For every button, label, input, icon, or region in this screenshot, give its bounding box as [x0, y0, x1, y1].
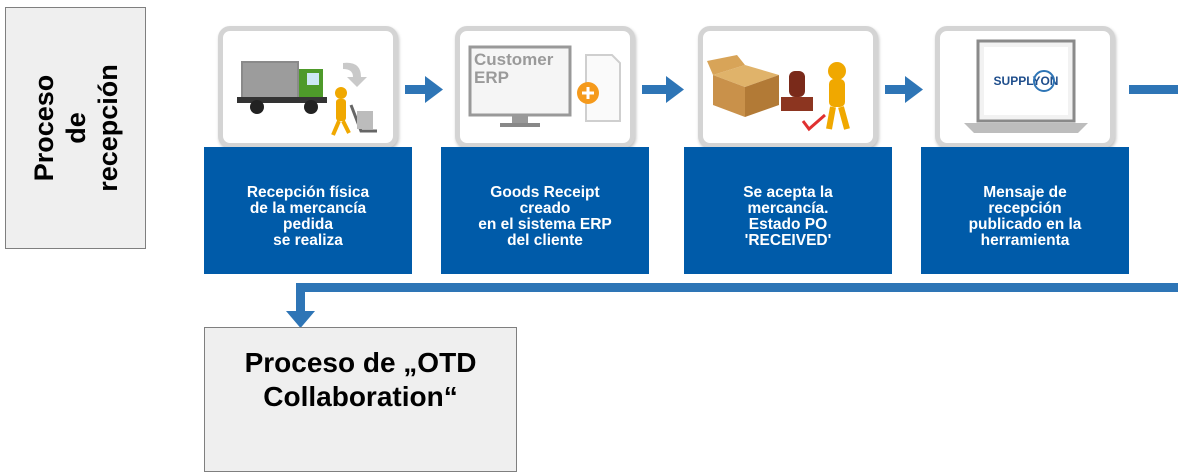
step-3-text: Se acepta la mercancía. Estado PO 'RECEI…: [743, 183, 833, 249]
otd-collaboration-box: Proceso de „OTD Collaboration“: [204, 327, 517, 472]
step-1-text: Recepción física de la mercancía pedida …: [246, 183, 370, 249]
supplyon-laptop-icon: SUPPLYON: [964, 39, 1088, 133]
step-3-band: Se acepta la mercancía. Estado PO 'RECEI…: [684, 147, 892, 274]
step-4-text: Mensaje de recepción publicado en la her…: [968, 183, 1082, 249]
otd-collaboration-text: Proceso de „OTD Collaboration“: [244, 347, 477, 412]
step-1-card: [218, 26, 398, 148]
supplyon-screen-text: SUPPLYON: [994, 74, 1059, 88]
step-4-band: Mensaje de recepción publicado en la her…: [921, 147, 1129, 274]
box-stamp-icon: [707, 55, 850, 132]
step-2-text: Goods Receipt creado en el sistema ERP d…: [478, 183, 612, 249]
erp-screen-text-line-1: Customer: [474, 50, 554, 69]
process-label-box: Proceso de recepción: [5, 7, 146, 249]
step-4-card: SUPPLYON: [935, 26, 1115, 148]
step-2-card: Customer ERP: [455, 26, 635, 148]
arrow-step3-to-step4: [885, 76, 923, 103]
step-3-card: [698, 26, 878, 148]
return-connector: [286, 85, 1178, 328]
erp-screen-text-line-2: ERP: [474, 68, 509, 87]
arrow-step2-to-step3: [642, 76, 684, 103]
truck-worker-icon: [237, 61, 377, 136]
customer-erp-icon: Customer ERP: [468, 45, 621, 127]
step-2-band: Goods Receipt creado en el sistema ERP d…: [441, 147, 649, 274]
svg-text:Customer ERP: Customer ERP: [474, 50, 558, 87]
step-1-band: Recepción física de la mercancía pedida …: [204, 147, 412, 274]
arrow-step1-to-step2: [405, 76, 443, 103]
